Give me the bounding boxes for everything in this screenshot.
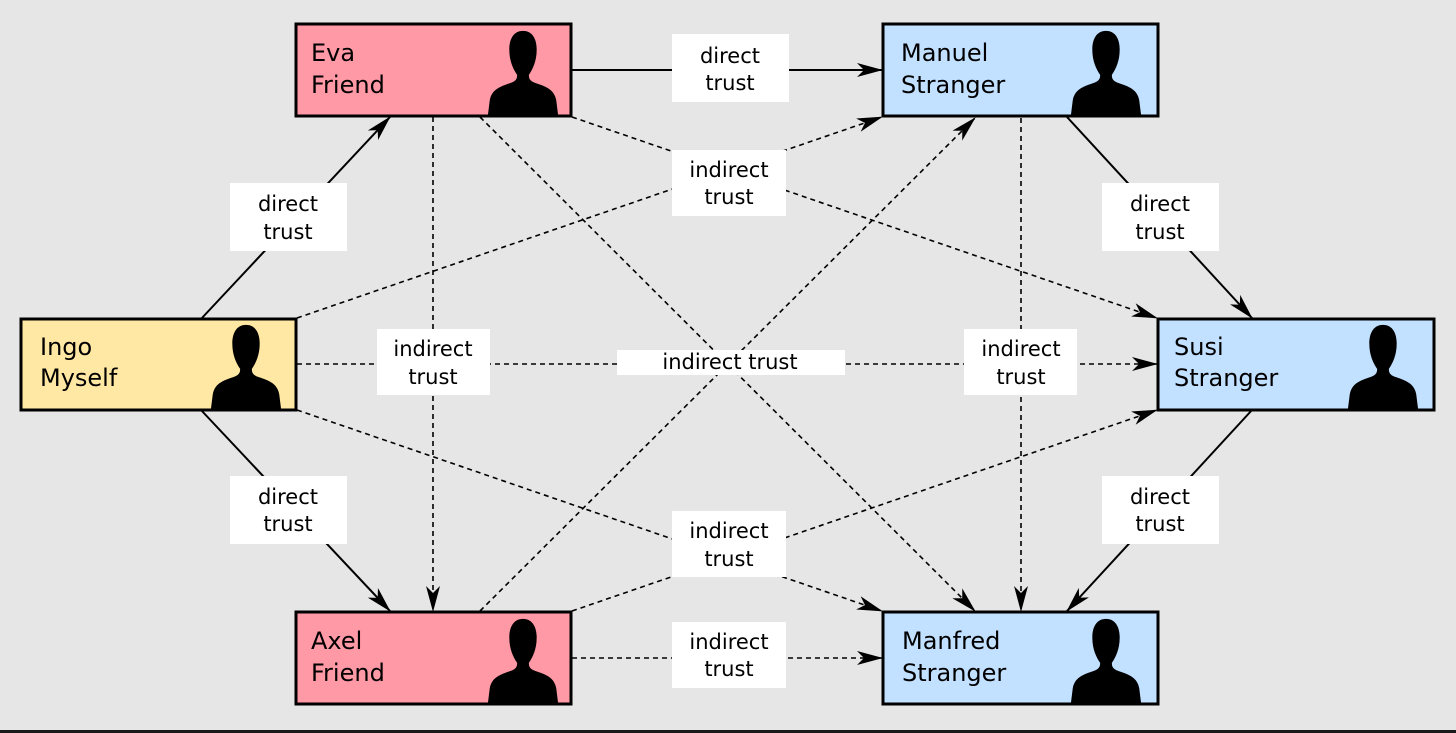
node-axel: Axel Friend xyxy=(294,610,573,706)
label-line1: indirect xyxy=(981,337,1060,361)
node-role: Friend xyxy=(311,71,385,99)
label-ingo-eva: direct trust xyxy=(230,183,347,251)
label-line2: trust xyxy=(263,220,312,244)
node-name: Susi xyxy=(1174,333,1224,361)
label-line1: direct xyxy=(700,44,760,68)
label-line2: trust xyxy=(705,71,754,95)
label-line2: trust xyxy=(996,365,1045,389)
node-eva: Eva Friend xyxy=(294,22,573,118)
node-name: Eva xyxy=(311,39,355,67)
label-eva-manuel: direct trust xyxy=(672,34,789,102)
edge-axel-susi xyxy=(571,409,1158,612)
node-role: Myself xyxy=(40,364,118,392)
edge-eva-susi xyxy=(571,116,1158,319)
node-manuel: Manuel Stranger xyxy=(881,22,1160,118)
label-line1: direct xyxy=(258,485,318,509)
node-role: Stranger xyxy=(902,659,1006,687)
label-line2: trust xyxy=(704,657,753,681)
label-line2: trust xyxy=(704,185,753,209)
node-manfred: Manfred Stranger xyxy=(881,610,1160,706)
label-center: indirect trust xyxy=(617,350,845,375)
edge-ingo-manuel xyxy=(296,116,883,319)
label-left-vertical: indirect trust xyxy=(377,329,490,395)
label-line1: indirect xyxy=(393,337,472,361)
label-line1: direct xyxy=(1130,192,1190,216)
label-line2: trust xyxy=(704,547,753,571)
bottom-border xyxy=(0,730,1456,733)
label-line1: indirect xyxy=(689,630,768,654)
label-line2: trust xyxy=(408,365,457,389)
label-top-cross: indirect trust xyxy=(672,150,786,216)
label-susi-manfred: direct trust xyxy=(1102,476,1219,544)
label-line1: indirect xyxy=(689,519,768,543)
node-name: Ingo xyxy=(40,333,92,361)
label-line2: trust xyxy=(263,512,312,536)
node-name: Axel xyxy=(311,627,362,655)
node-ingo: Ingo Myself xyxy=(19,317,298,412)
node-role: Stranger xyxy=(901,71,1005,99)
label-ingo-axel: direct trust xyxy=(230,476,347,544)
label-axel-manfred: indirect trust xyxy=(672,622,786,688)
label-line2: trust xyxy=(1135,512,1184,536)
node-name: Manfred xyxy=(902,627,1000,655)
label-line1: direct xyxy=(1130,485,1190,509)
node-role: Friend xyxy=(311,659,385,687)
node-name: Manuel xyxy=(901,39,988,67)
node-susi: Susi Stranger xyxy=(1156,317,1436,412)
node-role: Stranger xyxy=(1174,364,1278,392)
label-text: indirect trust xyxy=(662,350,797,374)
label-line2: trust xyxy=(1135,220,1184,244)
label-line1: indirect xyxy=(689,158,768,182)
label-manuel-susi: direct trust xyxy=(1102,183,1219,251)
label-line1: direct xyxy=(258,192,318,216)
label-right-vertical: indirect trust xyxy=(964,329,1077,395)
edge-ingo-manfred xyxy=(296,409,883,612)
label-bottom-cross: indirect trust xyxy=(672,511,786,577)
